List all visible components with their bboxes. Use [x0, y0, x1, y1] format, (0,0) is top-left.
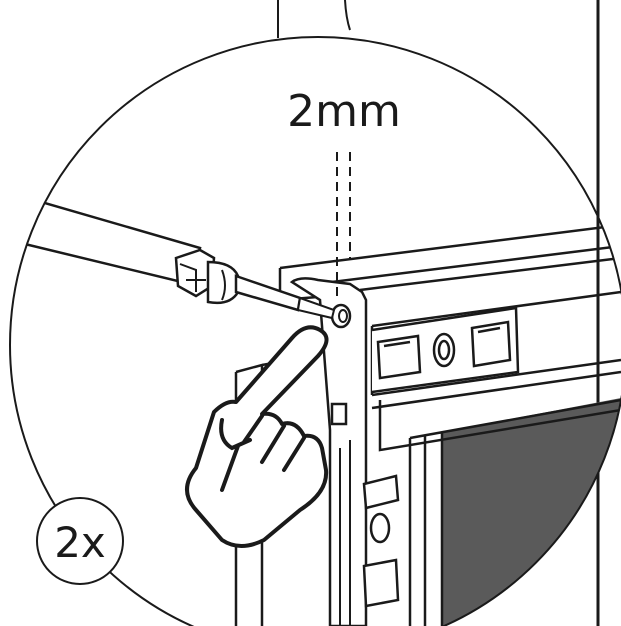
- bracket-slots: [362, 474, 400, 608]
- bracket-edge: [339, 440, 351, 626]
- quantity-label: 2x: [54, 518, 106, 567]
- panel-frame: [408, 398, 621, 626]
- bracket-hole: [330, 402, 348, 426]
- screw-icon: [330, 303, 352, 329]
- dark-panel: [442, 398, 621, 626]
- quantity-badge: [36, 497, 124, 585]
- rail-slots: [376, 320, 512, 380]
- hand-pointing-icon: [185, 325, 329, 548]
- zoom-circle: [9, 36, 621, 626]
- mounting-bracket: [289, 277, 368, 626]
- measurement-label: 2mm: [287, 86, 401, 137]
- zoom-leader-lines: [277, 0, 351, 38]
- screwdriver-icon: [10, 188, 336, 320]
